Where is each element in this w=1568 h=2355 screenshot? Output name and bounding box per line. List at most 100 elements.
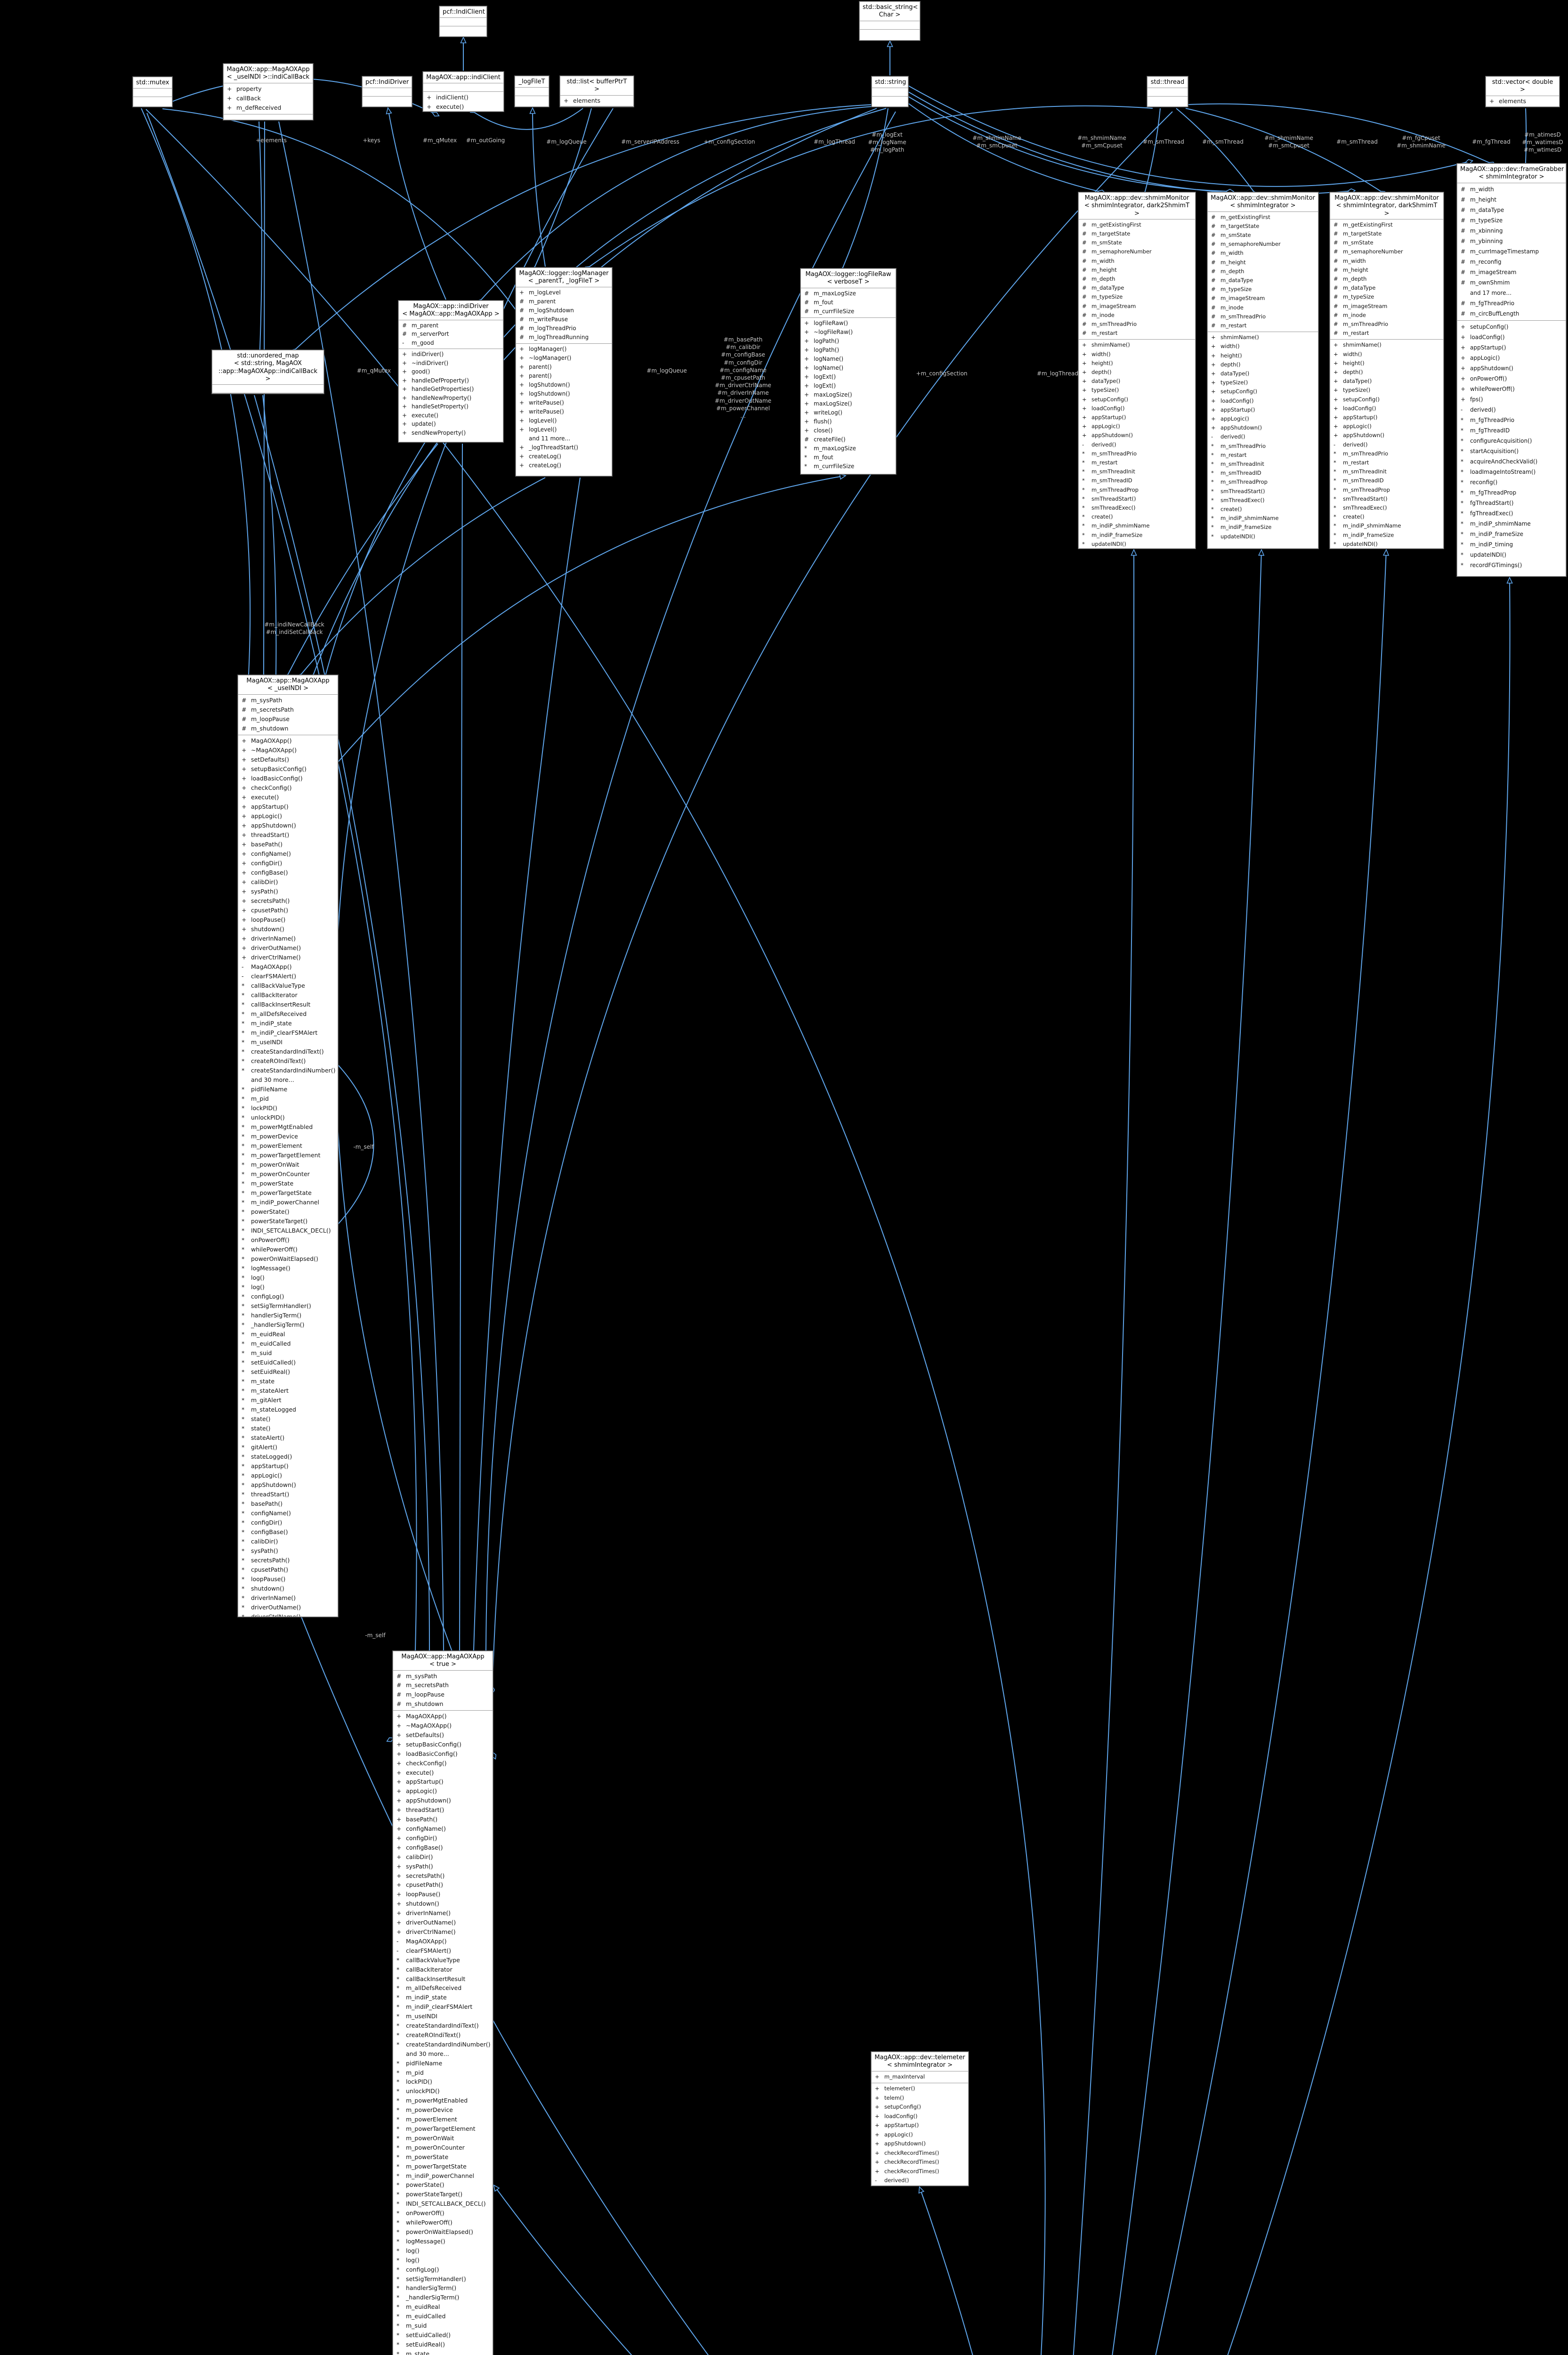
visibility-glyph: #: [1334, 284, 1338, 292]
aggregation-edge: [278, 121, 444, 1650]
visibility-glyph: #: [1211, 276, 1216, 284]
class-box-telemeter[interactable]: MagAOX::app::dev::telemeter< shmimIntegr…: [871, 2051, 969, 2186]
visibility-glyph: +: [396, 1731, 402, 1738]
member-line: #m_smThreadPrio: [1079, 320, 1195, 329]
visibility-glyph: *: [1082, 513, 1085, 520]
visibility-glyph: #: [1082, 293, 1087, 300]
member-line: *appStartup(): [238, 1462, 338, 1471]
visibility-glyph: +: [396, 1769, 402, 1776]
aggregation-edge: [162, 108, 517, 311]
edge-label: #m_logThread: [1037, 370, 1078, 377]
class-box-magaoxapp-useindi[interactable]: MagAOX::app::MagAOXApp< _useINDI >#m_sys…: [237, 674, 339, 1617]
aggregation-edge: [535, 108, 592, 267]
class-box-pcf-indidriver[interactable]: pcf::IndiDriver: [362, 76, 412, 107]
attributes-section: [423, 83, 503, 91]
visibility-glyph: *: [242, 1292, 245, 1300]
class-box-app-indiclient[interactable]: MagAOX::app::indiClient+indiClient()+exe…: [422, 71, 504, 112]
member-line: *m_indiP_timing: [1457, 539, 1566, 550]
visibility-glyph: +: [242, 869, 247, 876]
member-line: *m_smThreadID: [1208, 469, 1318, 478]
aggregation-edge: [908, 96, 1226, 191]
member-line: *m_fgThreadID: [1457, 425, 1566, 436]
member-line: +writePause(): [516, 398, 612, 407]
visibility-glyph: *: [242, 1537, 245, 1545]
visibility-glyph: +: [396, 1713, 402, 1720]
visibility-glyph: +: [396, 1816, 402, 1823]
methods-section: [212, 393, 323, 394]
member-line: *_handlerSigTerm(): [238, 1320, 338, 1330]
visibility-glyph: *: [396, 2284, 400, 2292]
aggregation-edge: [338, 1064, 374, 1225]
class-box-logmanager[interactable]: MagAOX::logger::logManager< _parentT, _l…: [515, 267, 613, 477]
visibility-glyph: *: [242, 1226, 245, 1234]
edge-label: #m_basePath #m_calibDir #m_configBase #m…: [714, 336, 772, 419]
visibility-glyph: +: [519, 453, 525, 460]
member-line: *m_smThreadInit: [1079, 467, 1195, 476]
class-box-framegrabber[interactable]: MagAOX::app::dev::frameGrabber< shmimInt…: [1456, 163, 1567, 577]
member-line: #m_semaphoreNumber: [1208, 240, 1318, 249]
visibility-glyph: +: [1461, 375, 1466, 382]
member-line: *createStandardIndiNumber(): [238, 1066, 338, 1075]
member-line: *m_currFileSize: [801, 462, 896, 471]
member-line: +setupConfig(): [1079, 395, 1195, 404]
member-line: #m_ybinning: [1457, 236, 1566, 246]
class-box-std-thread[interactable]: std::thread: [1147, 76, 1188, 107]
visibility-glyph: +: [1082, 369, 1087, 375]
visibility-glyph: +: [1211, 379, 1216, 386]
visibility-glyph: +: [1082, 423, 1087, 430]
class-box-std-vector-double[interactable]: std::vector< double >+elements: [1485, 76, 1560, 107]
class-title: std::mutex: [136, 79, 170, 86]
member-line: *m_restart: [1330, 458, 1443, 467]
member-line: *smThreadExec(): [1330, 503, 1443, 512]
member-line: +handleDefProperty(): [399, 376, 503, 385]
member-line: +handleSetProperty(): [399, 402, 503, 411]
visibility-glyph: +: [875, 2073, 880, 2080]
member-line: *m_indiP_frameSize: [1079, 531, 1195, 540]
visibility-glyph: *: [242, 1613, 245, 1617]
visibility-glyph: +: [402, 403, 407, 410]
visibility-glyph: #: [1082, 266, 1087, 273]
member-line: *setEuidReal(): [393, 2340, 493, 2349]
edge-label: #m_indiNewCallBack #m_indiSetCallBack: [264, 621, 324, 636]
class-box-std-mutex[interactable]: std::mutex: [132, 76, 173, 107]
member-line: *handlerSigTerm(): [238, 1311, 338, 1320]
class-box-std-string[interactable]: std::string: [871, 76, 909, 107]
visibility-glyph: *: [242, 1453, 245, 1460]
visibility-glyph: +: [1334, 378, 1338, 385]
class-box-std-basic-string[interactable]: std::basic_string<Char >: [859, 1, 921, 41]
edge-label: #m_logQueue: [546, 138, 587, 145]
class-box-indidriver-t[interactable]: MagAOX::app::indiDriver< MagAOX::app::Ma…: [398, 300, 504, 443]
class-box-magaoxapp-true[interactable]: MagAOX::app::MagAOXApp< true >#m_sysPath…: [392, 1650, 493, 2355]
visibility-glyph: +: [1461, 354, 1466, 361]
class-box-unordered-map[interactable]: std::unordered_map< std::string, MagAOX:…: [211, 349, 324, 394]
visibility-glyph: +: [519, 381, 525, 388]
member-line: *handlerSigTerm(): [393, 2283, 493, 2293]
class-box-logfileraw[interactable]: MagAOX::logger::logFileRaw< verboseT >#m…: [800, 268, 897, 475]
visibility-glyph: *: [242, 1603, 245, 1611]
visibility-glyph: +: [242, 887, 247, 895]
visibility-glyph: *: [396, 1965, 400, 1973]
member-line: +logManager(): [516, 345, 612, 354]
visibility-glyph: +: [242, 859, 247, 867]
class-box-logfilet[interactable]: _logFileT: [514, 75, 550, 107]
member-line: *m_indiP_shmimName: [1457, 519, 1566, 529]
member-line: +driverOutName(): [238, 943, 338, 953]
visibility-glyph: *: [242, 1584, 245, 1592]
class-box-indicallback[interactable]: MagAOX::app::MagAOXApp< _useINDI >::indi…: [223, 63, 314, 121]
visibility-glyph: +: [1082, 414, 1087, 421]
class-box-pcf-indiclient[interactable]: pcf::IndiClient: [439, 6, 487, 37]
visibility-glyph: *: [1334, 540, 1336, 547]
class-box-shmimmonitor-dark2[interactable]: MagAOX::app::dev::shmimMonitor< shmimInt…: [1078, 192, 1196, 549]
visibility-glyph: +: [1082, 405, 1087, 412]
class-box-std-list[interactable]: std::list< bufferPtrT >+elements: [559, 75, 634, 107]
visibility-glyph: *: [396, 2191, 400, 2198]
class-box-shmimmonitor-dark[interactable]: MagAOX::app::dev::shmimMonitor< shmimInt…: [1329, 192, 1444, 549]
member-line: +execute(): [399, 411, 503, 420]
inheritance-edge: [1112, 549, 1265, 2355]
class-box-shmimmonitor-plain[interactable]: MagAOX::app::dev::shmimMonitor< shmimInt…: [1207, 192, 1319, 549]
member-line: +secretsPath(): [238, 896, 338, 906]
member-line: +basePath(): [393, 1815, 493, 1824]
member-line: #m_dataType: [1457, 205, 1566, 215]
edge-label: +keys: [363, 137, 380, 144]
member-line: +loadConfig(): [1079, 404, 1195, 413]
